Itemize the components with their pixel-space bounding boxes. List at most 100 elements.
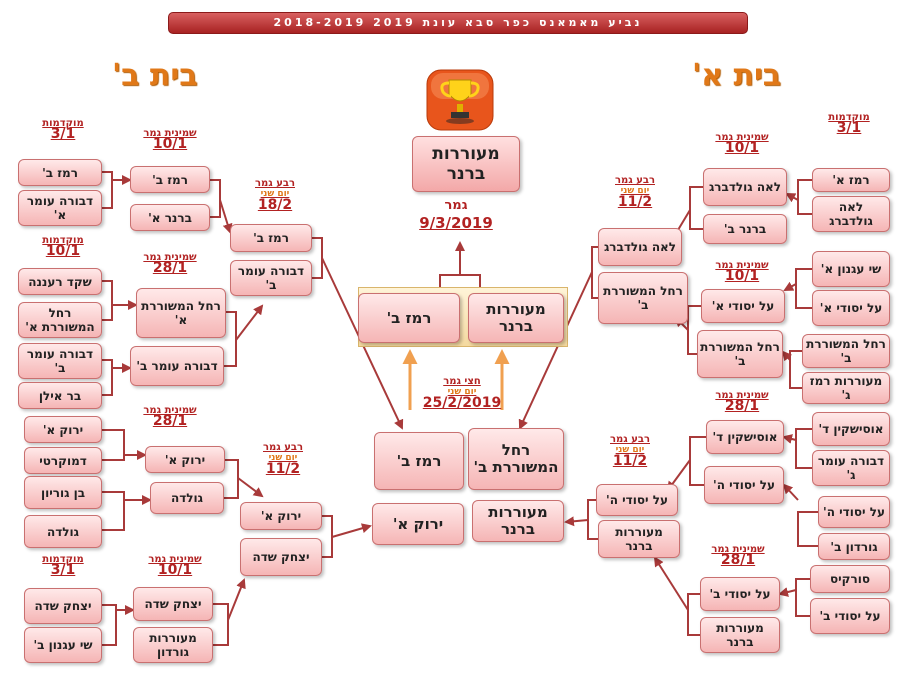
team-remez-b-r16[interactable]: רמז ב' (130, 166, 210, 193)
team-gordon-r16[interactable]: מעוררות גורדון (133, 627, 213, 663)
team-rachel-a-prelim[interactable]: רחל המשוררת א' (18, 302, 102, 338)
connector-46 (587, 499, 598, 540)
connector-27 (783, 281, 797, 291)
connector-15 (235, 304, 264, 341)
team-yarok-a-qf[interactable]: ירוק א' (240, 502, 322, 530)
connector-29 (781, 350, 793, 362)
team-dvora-omer-b-qf[interactable]: דבורה עומר ב' (230, 260, 312, 296)
team-ussishkin-prelim[interactable]: אוסישקין ד' (812, 412, 890, 446)
connector-8 (102, 491, 125, 531)
team-remez-b-final[interactable]: רמז ב' (358, 293, 460, 343)
connector-16 (224, 459, 239, 499)
team-al-yesodi-a-prelim[interactable]: על יסודי א' (812, 290, 890, 326)
connector-2 (102, 280, 113, 321)
team-lea-prelim[interactable]: לאה גולדברג (812, 196, 890, 232)
connector-0 (102, 171, 113, 209)
team-ussishkin-r16[interactable]: אוסישקין ד' (706, 420, 784, 454)
connector-25 (785, 193, 799, 203)
team-rachel-b-sf[interactable]: רחל המשוררת ב' (468, 428, 564, 490)
connector-20 (312, 237, 323, 279)
team-rachel-a-r16[interactable]: רחל המשוררת א' (136, 288, 226, 338)
team-democrati[interactable]: דמוקרטי (24, 447, 102, 474)
team-yitzhak-prelim[interactable]: יצחק שדה (24, 588, 102, 624)
team-gordon-b[interactable]: גורדון ב' (818, 533, 890, 560)
team-dvora-omer-a-prelim[interactable]: דבורה עומר א' (18, 190, 102, 226)
team-dvora-omer-b-r16[interactable]: דבורה עומר ב' (130, 346, 224, 386)
team-remez-b-prelim[interactable]: רמז ב' (18, 159, 102, 186)
team-remez-a-prelim[interactable]: רמז א' (812, 168, 890, 192)
connector-4 (102, 359, 113, 396)
team-al-yesodi-h-prelim[interactable]: על יסודי ה' (818, 496, 890, 528)
connector-42 (687, 593, 700, 636)
team-dvora-omer-g[interactable]: דבורה עומר ג' (812, 450, 890, 486)
connector-47 (564, 516, 589, 527)
team-lea-qf[interactable]: לאה גולדברג (598, 228, 682, 266)
team-al-yesodi-h-qf[interactable]: על יסודי ה' (596, 484, 678, 516)
connector-12 (210, 179, 221, 218)
team-brener-b-r16[interactable]: ברנר ב' (703, 214, 787, 244)
team-brener-sf[interactable]: מעוררות ברנר (472, 500, 564, 542)
connector-17 (237, 477, 264, 498)
team-brener-r16[interactable]: מעוררות ברנר (700, 617, 780, 653)
team-yarok-a-r16[interactable]: ירוק א' (145, 446, 225, 473)
title-banner: נביע מאמאנס כפר סבא עונת 2019 2018-2019 (168, 12, 748, 34)
team-yarok-a-sf[interactable]: ירוק א' (372, 503, 464, 545)
connector-23 (331, 523, 372, 538)
team-ben-gurion[interactable]: בן גוריון (24, 476, 102, 509)
team-shai-agnon-b-prelim[interactable]: שי עגנון ב' (24, 627, 102, 663)
team-al-yesodi-b-prelim[interactable]: על יסודי ב' (810, 598, 890, 634)
connector-26 (795, 268, 812, 309)
team-rachel-b-qf[interactable]: רחל המשוררת ב' (598, 272, 688, 324)
connector-24 (797, 179, 812, 215)
house-b-title: בית ב' (112, 58, 198, 93)
team-al-yesodi-b-r16[interactable]: על יסודי ב' (700, 577, 780, 611)
connector-34 (795, 578, 810, 617)
team-golda-r16-in[interactable]: גולדה (24, 515, 102, 548)
connector-28 (789, 350, 802, 389)
connector-22 (322, 515, 333, 558)
team-golda-r16[interactable]: גולדה (150, 482, 224, 514)
team-shaked-prelim[interactable]: שקד רעננה (18, 268, 102, 295)
house-a-title: בית א' (692, 58, 782, 93)
team-sorkis[interactable]: סורקיס (810, 565, 890, 593)
team-lea-r16[interactable]: לאה גולדברג (703, 168, 787, 206)
champion-box[interactable]: מעוררות ברנר (412, 136, 520, 192)
trophy-icon (426, 69, 494, 131)
team-brener-a-r16[interactable]: ברנר א' (130, 204, 210, 231)
team-yarok-a-r16-in[interactable]: ירוק א' (24, 416, 102, 443)
connector-18 (213, 603, 229, 646)
team-brener-qf[interactable]: מעוררות ברנר (598, 520, 680, 558)
team-rachel-b-r16[interactable]: רחל המשוררת ב' (697, 330, 783, 378)
team-remez-b-qf[interactable]: רמז ב' (230, 224, 312, 252)
team-al-yesodi-h-r16[interactable]: על יסודי ה' (704, 466, 784, 504)
team-brener-final[interactable]: מעוררות ברנר (468, 293, 564, 343)
team-remez-b-sf[interactable]: רמז ב' (374, 432, 464, 490)
team-shai-agnon-a[interactable]: שי עגנון א' (812, 251, 890, 287)
team-al-yesodi-a-r16[interactable]: על יסודי א' (701, 289, 785, 323)
team-yitzhak-r16[interactable]: יצחק שדה (133, 587, 213, 621)
connector-36 (689, 186, 703, 230)
connector-33 (782, 483, 799, 501)
team-bar-ilan-prelim[interactable]: בר אילן (18, 382, 102, 409)
team-rachel-b-prelim[interactable]: רחל המשוררת ב' (802, 334, 890, 368)
team-meorerot-remez-g[interactable]: מעוררות רמז ג' (802, 372, 890, 404)
team-yitzhak-qf[interactable]: יצחק שדה (240, 538, 322, 576)
team-dvora-omer-b-prelim[interactable]: דבורה עומר ב' (18, 343, 102, 379)
connector-48 (439, 274, 481, 287)
